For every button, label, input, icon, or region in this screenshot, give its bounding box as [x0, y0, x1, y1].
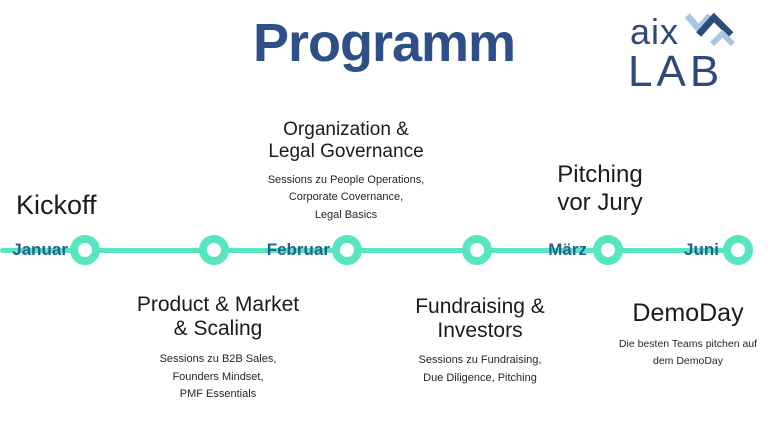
milestone-demoday-title: DemoDay — [632, 299, 744, 327]
milestone-organization-subtitle: Sessions zu People Operations, Corporate… — [267, 173, 425, 221]
timeline-node-1 — [70, 235, 100, 265]
milestone-fundraising: Fundraising & Investors Sessions zu Fund… — [380, 295, 580, 387]
month-label-juni: Juni — [684, 240, 719, 259]
milestone-product-title: Product & Market & Scaling — [136, 293, 300, 341]
milestone-fundraising-subtitle: Sessions zu Fundraising, Due Diligence, … — [418, 354, 542, 384]
timeline-node-6 — [723, 235, 753, 265]
timeline-node-4 — [462, 235, 492, 265]
timeline-node-2 — [199, 235, 229, 265]
timeline-node-5 — [593, 235, 623, 265]
milestone-fundraising-title: Fundraising & Investors — [415, 295, 545, 343]
milestone-pitching: Pitching vor Jury — [520, 161, 680, 216]
milestone-kickoff: Kickoff — [16, 190, 97, 221]
milestone-kickoff-title: Kickoff — [16, 190, 97, 220]
month-label-februar: Februar — [266, 240, 330, 259]
logo-chevrons-icon — [683, 8, 741, 51]
milestone-demoday: DemoDay Die besten Teams pitchen auf dem… — [610, 299, 766, 369]
logo-aix-text: aix — [630, 10, 680, 52]
aixlab-logo: aix LAB — [626, 12, 760, 93]
month-label-januar: Januar — [12, 240, 68, 259]
milestone-product: Product & Market & Scaling Sessions zu B… — [118, 293, 318, 404]
timeline-node-3 — [332, 235, 362, 265]
milestone-product-subtitle: Sessions zu B2B Sales, Founders Mindset,… — [159, 353, 277, 401]
logo-top-row: aix — [626, 12, 760, 51]
milestone-pitching-title: Pitching vor Jury — [557, 161, 643, 216]
timeline-line — [0, 248, 752, 253]
milestone-organization: Organization & Legal Governance Sessions… — [246, 119, 446, 224]
milestone-demoday-subtitle: Die besten Teams pitchen auf dem DemoDay — [618, 337, 758, 367]
month-label-maerz: März — [548, 240, 587, 259]
milestone-organization-title: Organization & Legal Governance — [268, 119, 424, 162]
page-title: Programm — [252, 13, 516, 73]
logo-lab-text: LAB — [628, 47, 724, 96]
